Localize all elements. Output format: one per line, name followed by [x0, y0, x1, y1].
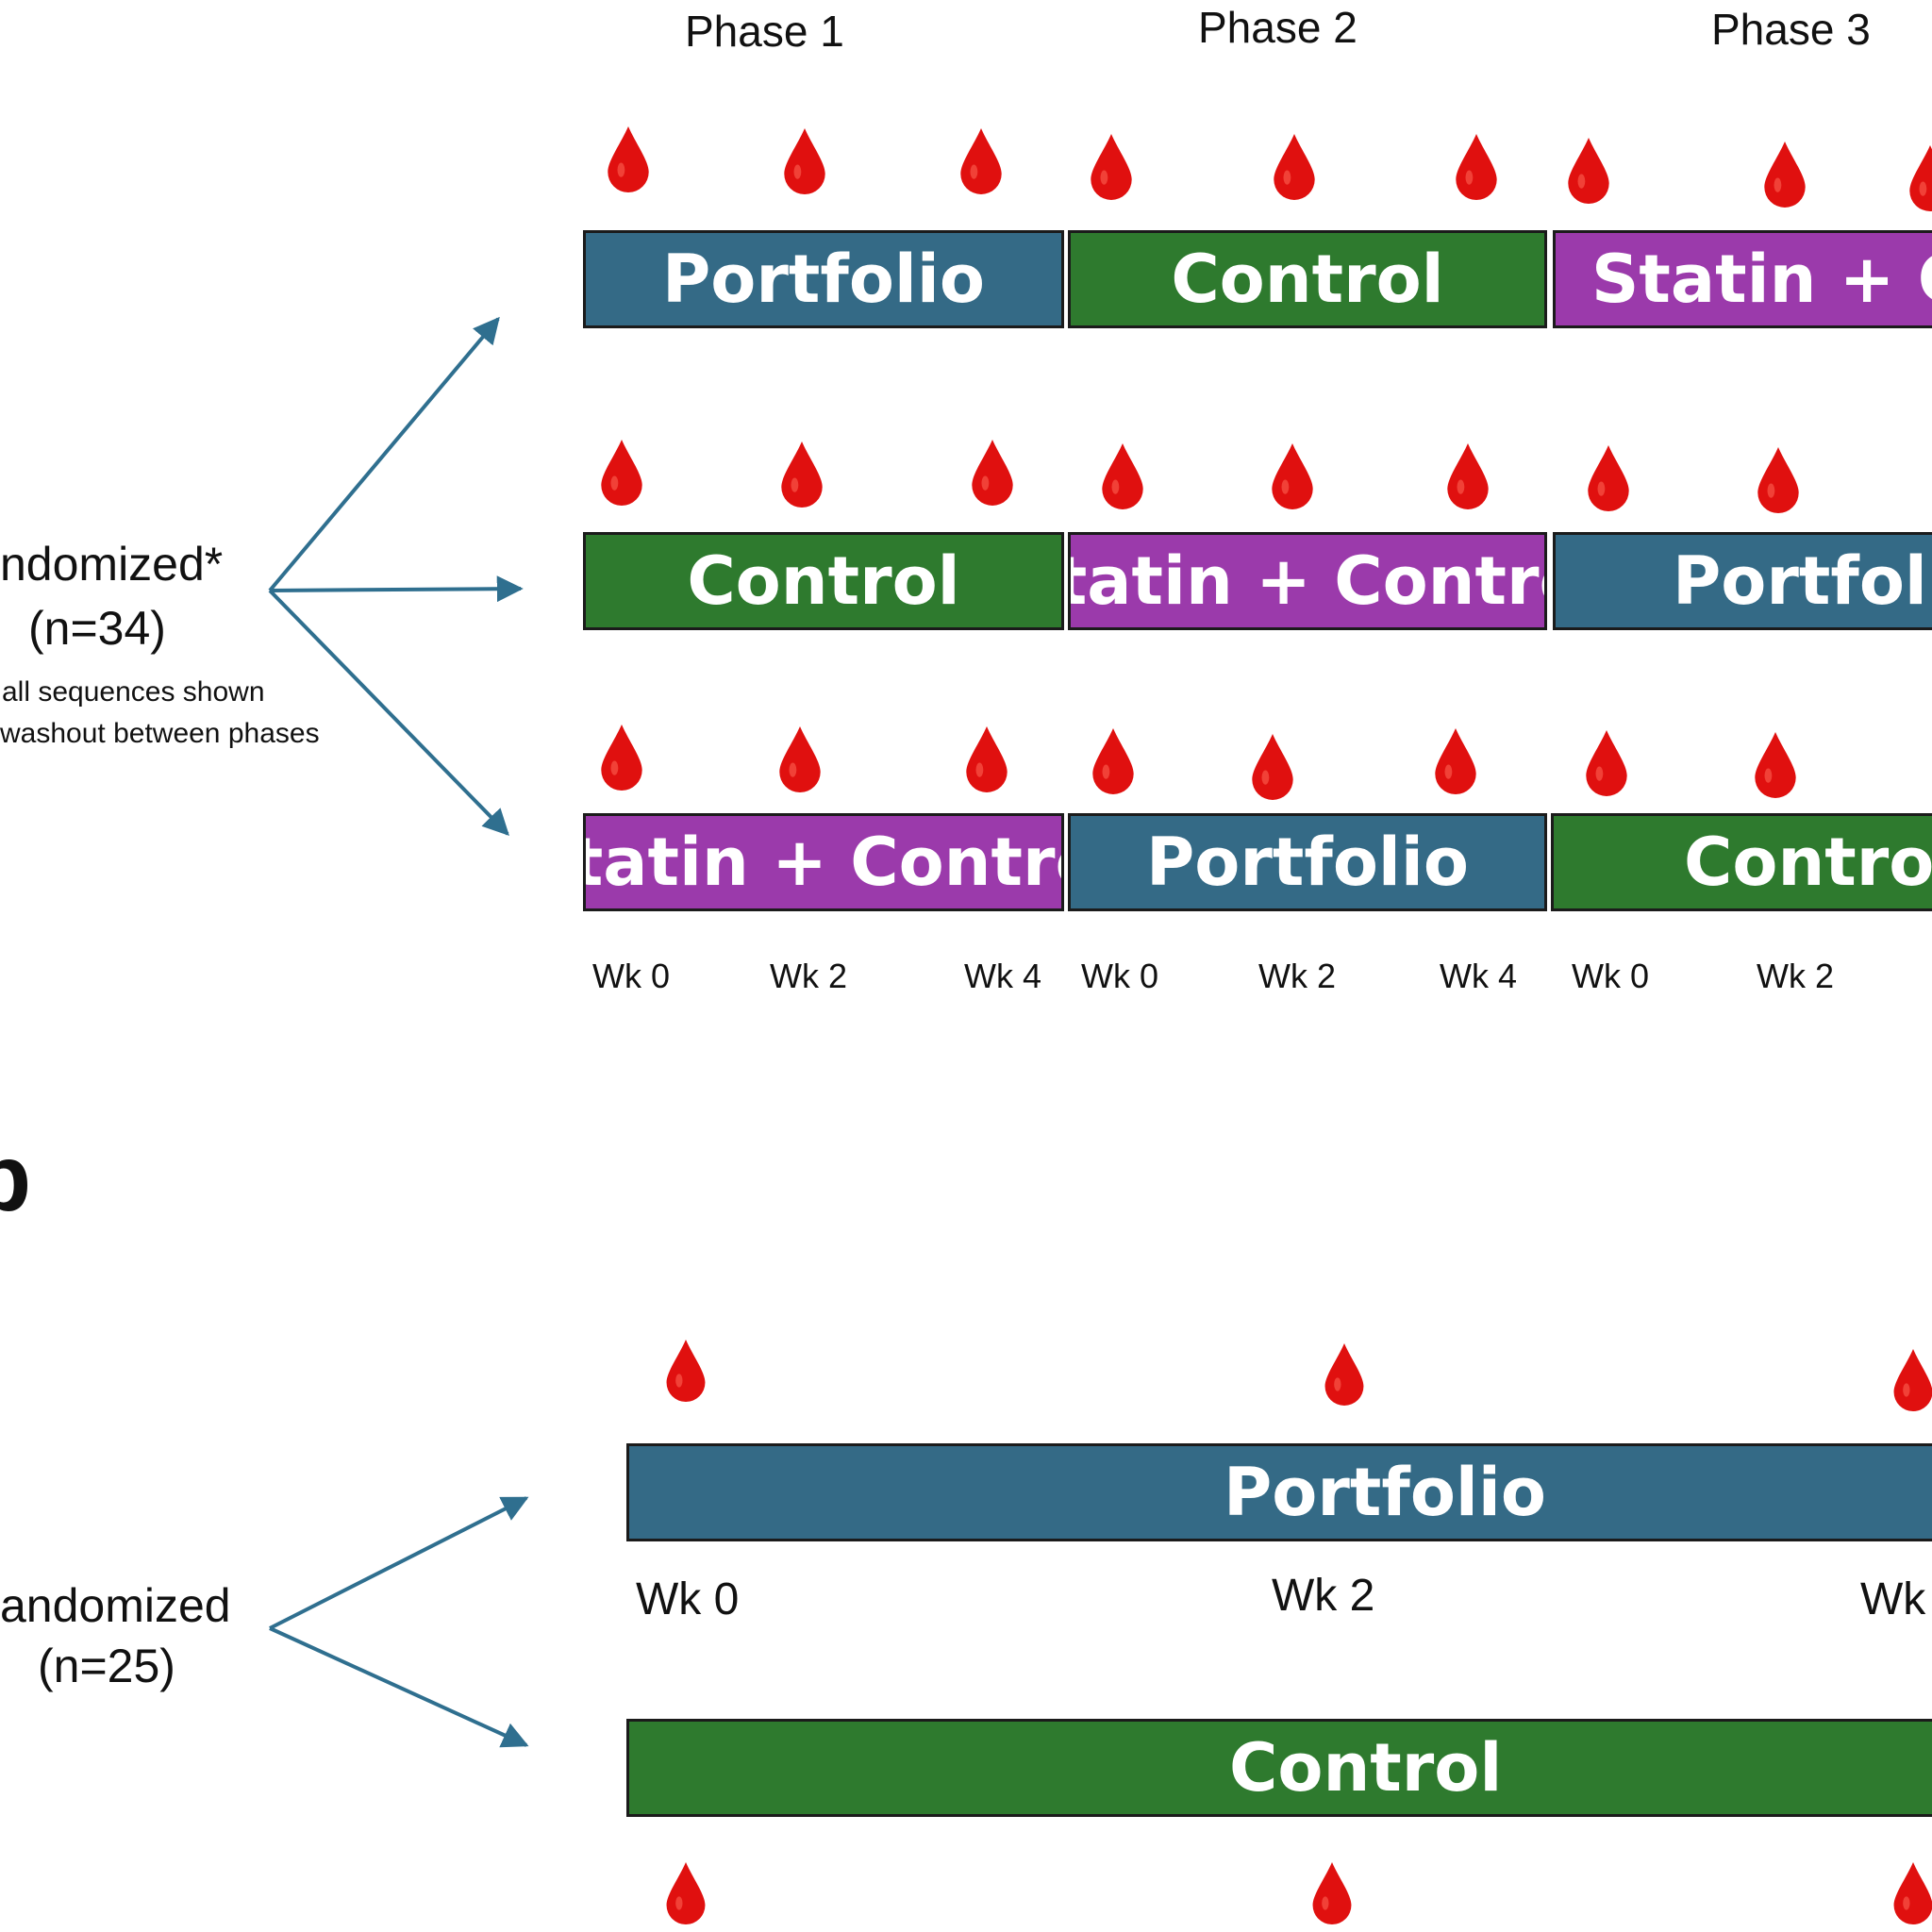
randomized-label-b: andomized — [0, 1579, 231, 1632]
row3-phase1-bar: Statin + Control — [583, 813, 1064, 911]
week-label: Wk 2 — [1272, 1571, 1375, 1621]
arrow-icon — [268, 589, 509, 837]
row2-phase2-bar: Statin + Control — [1068, 532, 1547, 630]
week-label: Wk 0 — [636, 1574, 740, 1624]
week-label: Wk 0 — [1081, 957, 1159, 995]
week-label: Wk 4 — [1440, 957, 1518, 995]
row1-phase1-bar: Portfolio — [583, 230, 1064, 328]
randomized-label-a: ndomized* — [0, 538, 224, 591]
panel-b-portfolio-bar: Portfolio — [626, 1443, 1932, 1541]
washout-note: washout between phases — [0, 718, 320, 749]
arrow-icon — [268, 316, 500, 592]
row1-phase3-bar: Statin + Control — [1553, 230, 1932, 328]
randomized-n-b: (n=25) — [38, 1640, 175, 1692]
panel-b-letter: b — [0, 1125, 32, 1231]
phase-3-label: Phase 3 — [1711, 5, 1871, 54]
arrow-icon — [269, 1626, 529, 1748]
row1-phase2-bar: Control — [1068, 230, 1547, 328]
week-label: Wk 2 — [770, 957, 848, 995]
row3-phase3-bar: Control — [1551, 813, 1932, 911]
week-label: Wk 2 — [1258, 957, 1337, 995]
week-label: Wk 4 — [964, 957, 1042, 995]
arrow-icon — [269, 1496, 529, 1630]
randomized-n-a: (n=34) — [28, 602, 166, 655]
row2-phase1-bar: Control — [583, 532, 1064, 630]
row2-phase3-bar: Portfolio — [1553, 532, 1932, 630]
panel-b-control-bar: Control — [626, 1719, 1932, 1817]
phase-2-label: Phase 2 — [1198, 3, 1357, 52]
week-label: Wk 0 — [592, 957, 671, 995]
week-label: Wk — [1860, 1574, 1926, 1624]
arrow-icon — [269, 575, 524, 603]
week-label: Wk 2 — [1757, 957, 1835, 995]
week-label: Wk 0 — [1572, 957, 1650, 995]
sequence-note: all sequences shown — [2, 676, 265, 708]
phase-1-label: Phase 1 — [685, 7, 844, 56]
row3-phase2-bar: Portfolio — [1068, 813, 1547, 911]
